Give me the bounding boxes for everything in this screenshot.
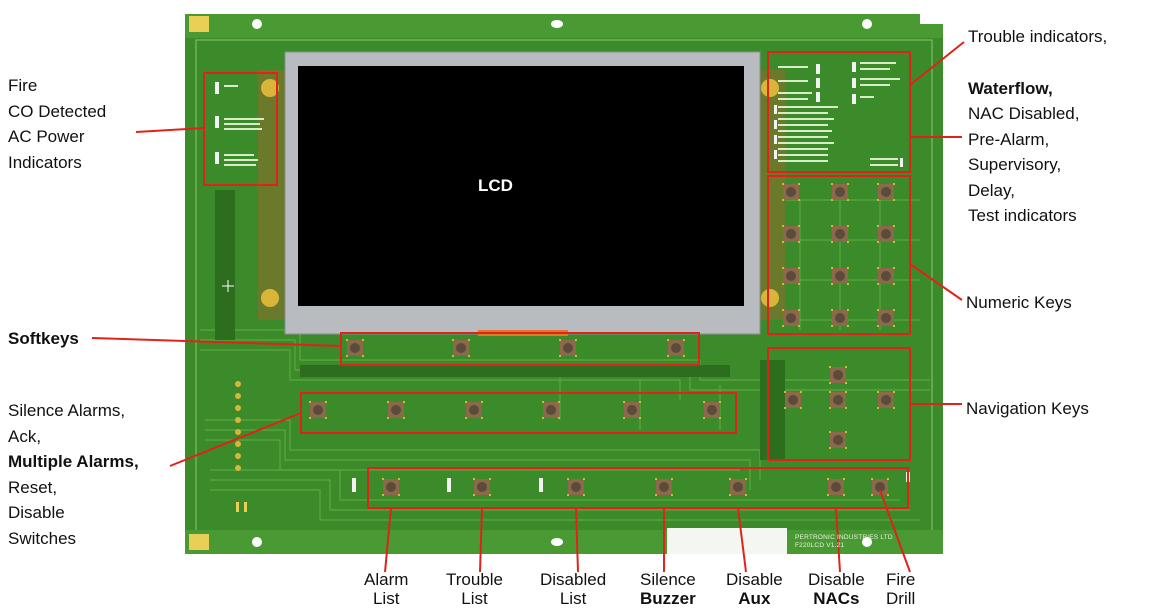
tactile-switch[interactable]: [703, 401, 721, 419]
tactile-switch[interactable]: [829, 391, 847, 409]
label-line: Alarm: [364, 570, 408, 589]
tactile-switch[interactable]: [831, 309, 849, 327]
tactile-switch[interactable]: [559, 339, 577, 357]
label-silence-group: Silence Alarms, Ack, Multiple Alarms, Re…: [8, 398, 139, 551]
label-line: Supervisory,: [968, 152, 1107, 178]
label-line: Fire: [8, 73, 106, 99]
pcb-marking-line: F220LCD V1.21: [795, 542, 893, 550]
tactile-switch[interactable]: [623, 401, 641, 419]
tactile-switch[interactable]: [877, 267, 895, 285]
corner-pad: [189, 16, 209, 32]
label-line: Aux: [726, 589, 783, 608]
tactile-switch[interactable]: [782, 309, 800, 327]
label-line: NACs: [808, 589, 865, 608]
label-trouble-group: Trouble indicators, Waterflow, NAC Disab…: [968, 24, 1107, 229]
label-line: Test indicators: [968, 203, 1107, 229]
tactile-switch[interactable]: [473, 478, 491, 496]
label-line: Waterflow,: [968, 76, 1107, 102]
tactile-switch[interactable]: [831, 225, 849, 243]
label-softkeys: Softkeys: [8, 326, 79, 352]
label-line: Disable: [808, 570, 865, 589]
label-disable-aux: Disable Aux: [726, 570, 783, 608]
label-line: Disable: [8, 500, 139, 526]
pcb-marking: PERTRONIC INDUSTRIES LTD F220LCD V1.21: [795, 534, 893, 550]
tactile-switch[interactable]: [567, 478, 585, 496]
tactile-switch[interactable]: [309, 401, 327, 419]
label-line: List: [364, 589, 408, 608]
tactile-switch[interactable]: [655, 478, 673, 496]
label-line: Delay,: [968, 178, 1107, 204]
tactile-switch[interactable]: [782, 267, 800, 285]
tactile-switch[interactable]: [784, 391, 802, 409]
tactile-switch[interactable]: [877, 225, 895, 243]
label-line: Fire: [886, 570, 915, 589]
lcd-standoff: [761, 79, 779, 97]
label-line: Silence: [640, 570, 696, 589]
label-line: NAC Disabled,: [968, 101, 1107, 127]
tactile-switch[interactable]: [877, 183, 895, 201]
tactile-switch[interactable]: [877, 309, 895, 327]
label-line: Indicators: [8, 150, 106, 176]
tactile-switch[interactable]: [877, 391, 895, 409]
pcb-top-strip: [185, 14, 943, 38]
tactile-switch[interactable]: [465, 401, 483, 419]
label-line: List: [540, 589, 606, 608]
lcd-mount-left: [258, 70, 288, 320]
tactile-switch[interactable]: [542, 401, 560, 419]
label-line: Trouble indicators,: [968, 24, 1107, 50]
label-numeric-keys: Numeric Keys: [966, 290, 1072, 316]
label-alarm-list: Alarm List: [364, 570, 408, 608]
tactile-switch[interactable]: [831, 267, 849, 285]
lcd-standoff: [761, 289, 779, 307]
label-line: Drill: [886, 589, 915, 608]
lcd-screen: [298, 66, 744, 306]
label-line: Pre-Alarm,: [968, 127, 1107, 153]
label-line: Trouble: [446, 570, 503, 589]
label-line: List: [446, 589, 503, 608]
label-trouble-list: Trouble List: [446, 570, 503, 608]
tactile-switch[interactable]: [346, 339, 364, 357]
label-silence-buzzer: Silence Buzzer: [640, 570, 696, 608]
corner-pad: [189, 534, 209, 550]
tactile-switch[interactable]: [667, 339, 685, 357]
tactile-switch[interactable]: [452, 339, 470, 357]
label-line: Multiple Alarms,: [8, 449, 139, 475]
lcd-standoff: [261, 289, 279, 307]
tactile-switch[interactable]: [829, 366, 847, 384]
tactile-switch[interactable]: [827, 478, 845, 496]
label-disabled-list: Disabled List: [540, 570, 606, 608]
label-line: Silence Alarms,: [8, 398, 139, 424]
label-left-indicators: Fire CO Detected AC Power Indicators: [8, 73, 106, 175]
white-notch: [920, 14, 943, 24]
label-fire-drill: Fire Drill: [886, 570, 915, 608]
white-label-area: [667, 528, 787, 554]
tactile-switch[interactable]: [387, 401, 405, 419]
pcb-marking-line: PERTRONIC INDUSTRIES LTD: [795, 534, 893, 542]
label-line: CO Detected: [8, 99, 106, 125]
label-line: Ack,: [8, 424, 139, 450]
tactile-switch[interactable]: [782, 183, 800, 201]
label-line: Switches: [8, 526, 139, 552]
tactile-switch[interactable]: [831, 183, 849, 201]
tactile-switch[interactable]: [382, 478, 400, 496]
label-line: Buzzer: [640, 589, 696, 608]
label-navigation-keys: Navigation Keys: [966, 396, 1089, 422]
label-line: Disabled: [540, 570, 606, 589]
label-line: Disable: [726, 570, 783, 589]
label-line: Reset,: [8, 475, 139, 501]
tactile-switch[interactable]: [729, 478, 747, 496]
label-disable-nacs: Disable NACs: [808, 570, 865, 608]
tactile-switch[interactable]: [782, 225, 800, 243]
lcd-label: LCD: [478, 176, 513, 196]
label-line: AC Power: [8, 124, 106, 150]
tactile-switch[interactable]: [871, 478, 889, 496]
tactile-switch[interactable]: [829, 431, 847, 449]
